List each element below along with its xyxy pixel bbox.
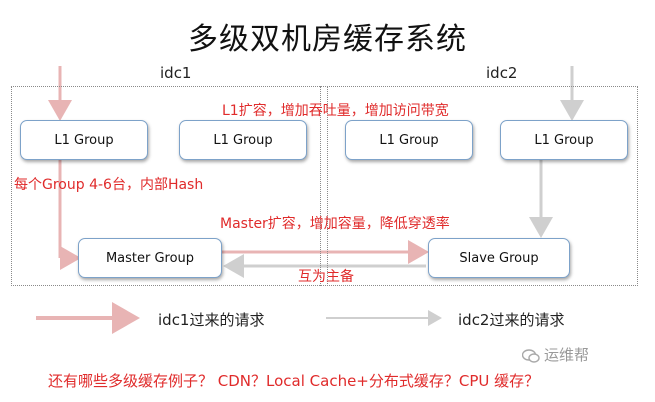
legend-idc1-label: idc1过来的请求 (158, 311, 265, 329)
idc2-l1-group-b: L1 Group (500, 120, 628, 160)
master-group: Master Group (78, 238, 222, 278)
watermark: 运维帮 (521, 344, 590, 365)
idc1-zone (11, 86, 328, 286)
examples-question: 还有哪些多级缓存例子？ CDN？Local Cache+分布式缓存？CPU 缓存… (48, 372, 540, 390)
idc2-zone (320, 86, 638, 286)
group-hash-note: 每个Group 4-6台，内部Hash (14, 177, 204, 193)
idc2-l1-group-a: L1 Group (345, 120, 473, 160)
slave-group: Slave Group (428, 238, 570, 278)
master-expansion-note: Master扩容，增加容量，降低穿透率 (220, 216, 450, 232)
idc1-label: idc1 (160, 64, 192, 82)
mutual-backup-note: 互为主备 (298, 269, 354, 285)
legend-idc2-label: idc2过来的请求 (458, 311, 565, 329)
idc1-l1-group-b: L1 Group (179, 120, 307, 160)
idc2-label: idc2 (486, 64, 518, 82)
diagram-title: 多级双机房缓存系统 (188, 22, 467, 57)
watermark-text: 运维帮 (544, 346, 590, 364)
wechat-logo-icon (521, 348, 540, 363)
idc1-l1-group-a: L1 Group (20, 120, 148, 160)
l1-expansion-note: L1扩容，增加吞吐量，增加访问带宽 (222, 103, 449, 119)
